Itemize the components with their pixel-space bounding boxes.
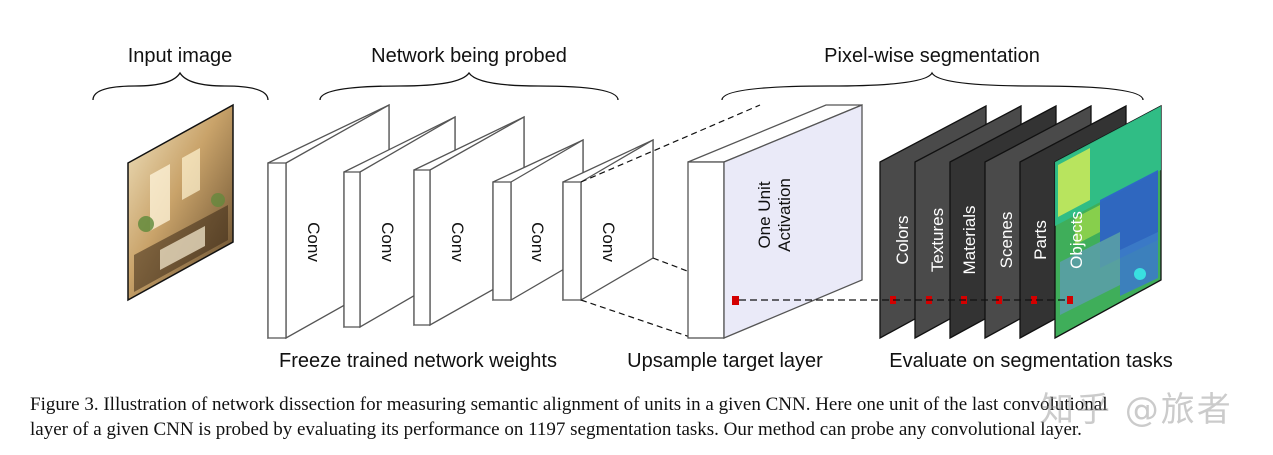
task-label-colors: Colors xyxy=(893,215,912,264)
input-image xyxy=(127,103,234,302)
task-label-textures: Textures xyxy=(928,208,947,272)
activation-label-line2: Activation xyxy=(775,178,794,252)
figure-caption: Figure 3. Illustration of network dissec… xyxy=(30,392,1258,442)
conv-label-1: Conv xyxy=(304,222,323,262)
upsampled-activation: One Unit Activation xyxy=(687,104,863,339)
conv-label-5: Conv xyxy=(599,222,618,262)
evaluate-tasks-label: Evaluate on segmentation tasks xyxy=(889,350,1173,372)
input-brace xyxy=(92,71,269,101)
conv-label-3: Conv xyxy=(448,222,467,262)
network-brace xyxy=(319,71,619,101)
activation-marker xyxy=(732,296,739,305)
upsample-label: Upsample target layer xyxy=(627,350,823,372)
segmentation-heading: Pixel-wise segmentation xyxy=(824,45,1040,67)
watermark: 知乎 @旅者 xyxy=(1040,390,1233,430)
network-dissection-diagram: Input image Network being probed Pixel-w… xyxy=(92,45,1173,372)
task-marker-objects xyxy=(1067,296,1073,304)
task-label-parts: Parts xyxy=(1031,220,1050,260)
network-heading: Network being probed xyxy=(371,45,567,67)
conv-label-4: Conv xyxy=(528,222,547,262)
conv-label-2: Conv xyxy=(378,222,397,262)
caption-line-2: layer of a given CNN is probed by evalua… xyxy=(30,419,1082,440)
task-panel-objects: Objects xyxy=(1054,104,1162,340)
freeze-weights-label: Freeze trained network weights xyxy=(279,350,557,372)
activation-label-line1: One Unit xyxy=(755,181,774,248)
task-label-objects: Objects xyxy=(1067,211,1086,269)
task-label-materials: Materials xyxy=(960,206,979,275)
task-label-scenes: Scenes xyxy=(997,212,1016,269)
input-image-heading: Input image xyxy=(128,45,233,67)
task-marker-parts xyxy=(1031,296,1037,304)
caption-line-1: Figure 3. Illustration of network dissec… xyxy=(30,394,1108,415)
segmentation-brace xyxy=(721,71,1144,101)
